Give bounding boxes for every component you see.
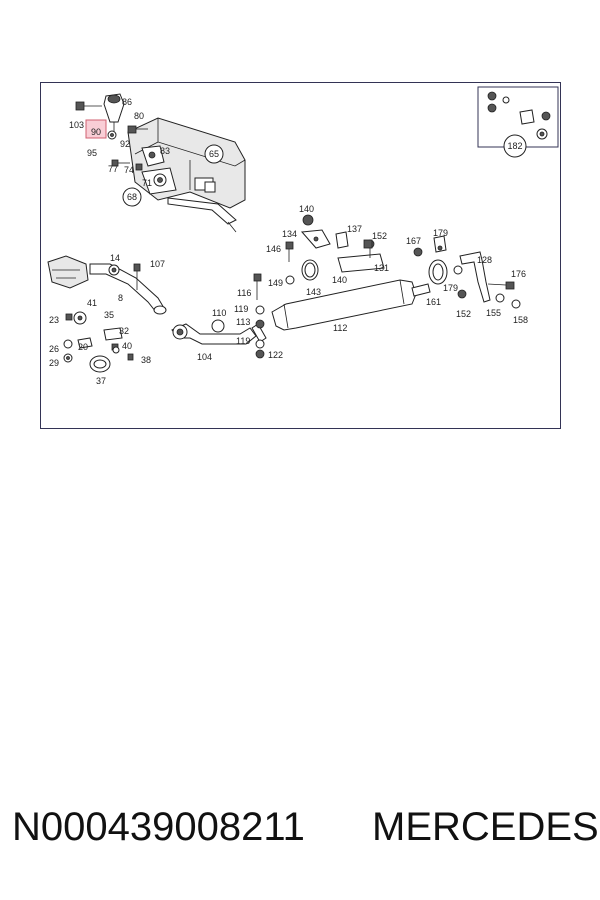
bracket-83: [141, 145, 165, 167]
callout-152-right: 152: [456, 309, 471, 319]
callout-80: 80: [134, 111, 144, 121]
callout-circle-65: 65: [204, 144, 224, 164]
bolt-167: [413, 247, 423, 257]
bolt-74: [135, 163, 143, 171]
callout-95: 95: [87, 148, 97, 158]
callout-41: 41: [87, 298, 97, 308]
bolt-103: [75, 101, 102, 111]
callout-158: 158: [513, 315, 528, 325]
inset-box-182: 182: [477, 86, 559, 158]
callout-134: 134: [282, 229, 297, 239]
callout-152-center: 152: [372, 231, 387, 241]
callout-167: 167: [406, 236, 421, 246]
bolt-146: [285, 241, 294, 262]
callout-90: 90: [91, 127, 101, 137]
callout-104: 104: [197, 352, 212, 362]
callout-112: 112: [333, 323, 347, 333]
callout-137: 137: [347, 224, 362, 234]
bolt-116: [253, 273, 262, 300]
callout-140-top: 140: [299, 204, 314, 214]
callout-119-bottom: 119: [236, 336, 250, 346]
callout-103: 103: [69, 120, 84, 130]
small-parts-23-26-29: [63, 313, 93, 363]
callout-176: 176: [511, 269, 526, 279]
clamp-143: [301, 259, 319, 281]
callout-8: 8: [118, 293, 123, 303]
callout-113: 113: [236, 317, 250, 327]
bolt-107: [133, 263, 141, 290]
highlight-box-90: [85, 119, 107, 139]
bolts-32-40-38: [111, 343, 134, 361]
callout-23: 23: [49, 315, 59, 325]
support-arm: [167, 197, 237, 233]
callout-77: 77: [108, 164, 118, 174]
mount-71: [141, 167, 177, 195]
callout-179-right: 179: [443, 283, 458, 293]
bracket-134: [300, 229, 331, 249]
callout-110: 110: [212, 308, 226, 318]
callout-37: 37: [96, 376, 106, 386]
callout-74: 74: [124, 165, 134, 175]
bolt-140-top: [302, 214, 314, 226]
callout-116: 116: [237, 288, 251, 298]
callout-35: 35: [104, 310, 114, 320]
callout-161: 161: [426, 297, 441, 307]
bracket-179: [433, 235, 463, 275]
callout-128: 128: [477, 255, 492, 265]
bolt-152-center: [363, 239, 373, 249]
exhaust-manifold: [47, 255, 89, 289]
callout-38: 38: [141, 355, 151, 365]
callout-107: 107: [150, 259, 165, 269]
svg-text:65: 65: [209, 149, 219, 159]
nuts-152-155-158: [457, 289, 521, 309]
washer-92: [107, 130, 117, 140]
front-pipe-8: [89, 263, 167, 315]
callout-86: 86: [122, 97, 132, 107]
callout-122: 122: [268, 350, 283, 360]
flange-14: [108, 264, 120, 276]
callout-146: 146: [266, 244, 281, 254]
bolt-80: [127, 125, 148, 134]
callout-20: 20: [78, 342, 88, 352]
callout-14: 14: [110, 253, 120, 263]
brand-name: MERCEDES: [372, 805, 599, 849]
diagram-canvas: 65 68 182: [40, 82, 561, 429]
callout-149: 149: [268, 278, 283, 288]
callout-71: 71: [142, 178, 152, 188]
callout-179-top: 179: [433, 228, 448, 238]
clamp-37: [89, 355, 111, 373]
callout-83: 83: [160, 146, 170, 156]
bolt-77: [111, 159, 130, 167]
nut-149: [285, 275, 295, 285]
clamp-110: [211, 319, 225, 333]
callout-92: 92: [120, 139, 130, 149]
callout-29: 29: [49, 358, 59, 368]
exploded-parts-diagram: 65 68 182: [40, 82, 561, 429]
callout-26: 26: [49, 344, 59, 354]
callout-32: 32: [119, 326, 129, 336]
part-number: N000439008211: [12, 805, 305, 849]
callout-labels: 86 103 80 90 92 95 83 77 74 71 140 134 1…: [49, 97, 528, 386]
clamp-161: [428, 259, 448, 285]
callout-155: 155: [486, 308, 501, 318]
product-caption: N000439008211 MERCEDES: [0, 805, 600, 865]
bracket-128: [459, 251, 491, 303]
mount-bracket-86: [103, 93, 125, 134]
bolt-176: [487, 281, 515, 290]
callout-119-top: 119: [234, 304, 248, 314]
callout-circle-68: 68: [122, 187, 142, 207]
svg-text:68: 68: [127, 192, 137, 202]
silencer-112: [271, 279, 431, 331]
callout-140-center: 140: [332, 275, 347, 285]
intermediate-pipe-104: [171, 323, 267, 345]
hanger-137: [335, 231, 349, 249]
nuts-119-113-122: [255, 305, 265, 359]
callout-40: 40: [122, 341, 132, 351]
clamp-41-35: [73, 311, 123, 341]
svg-text:182: 182: [507, 141, 522, 151]
callout-143: 143: [306, 287, 321, 297]
callout-131: 131: [374, 263, 389, 273]
